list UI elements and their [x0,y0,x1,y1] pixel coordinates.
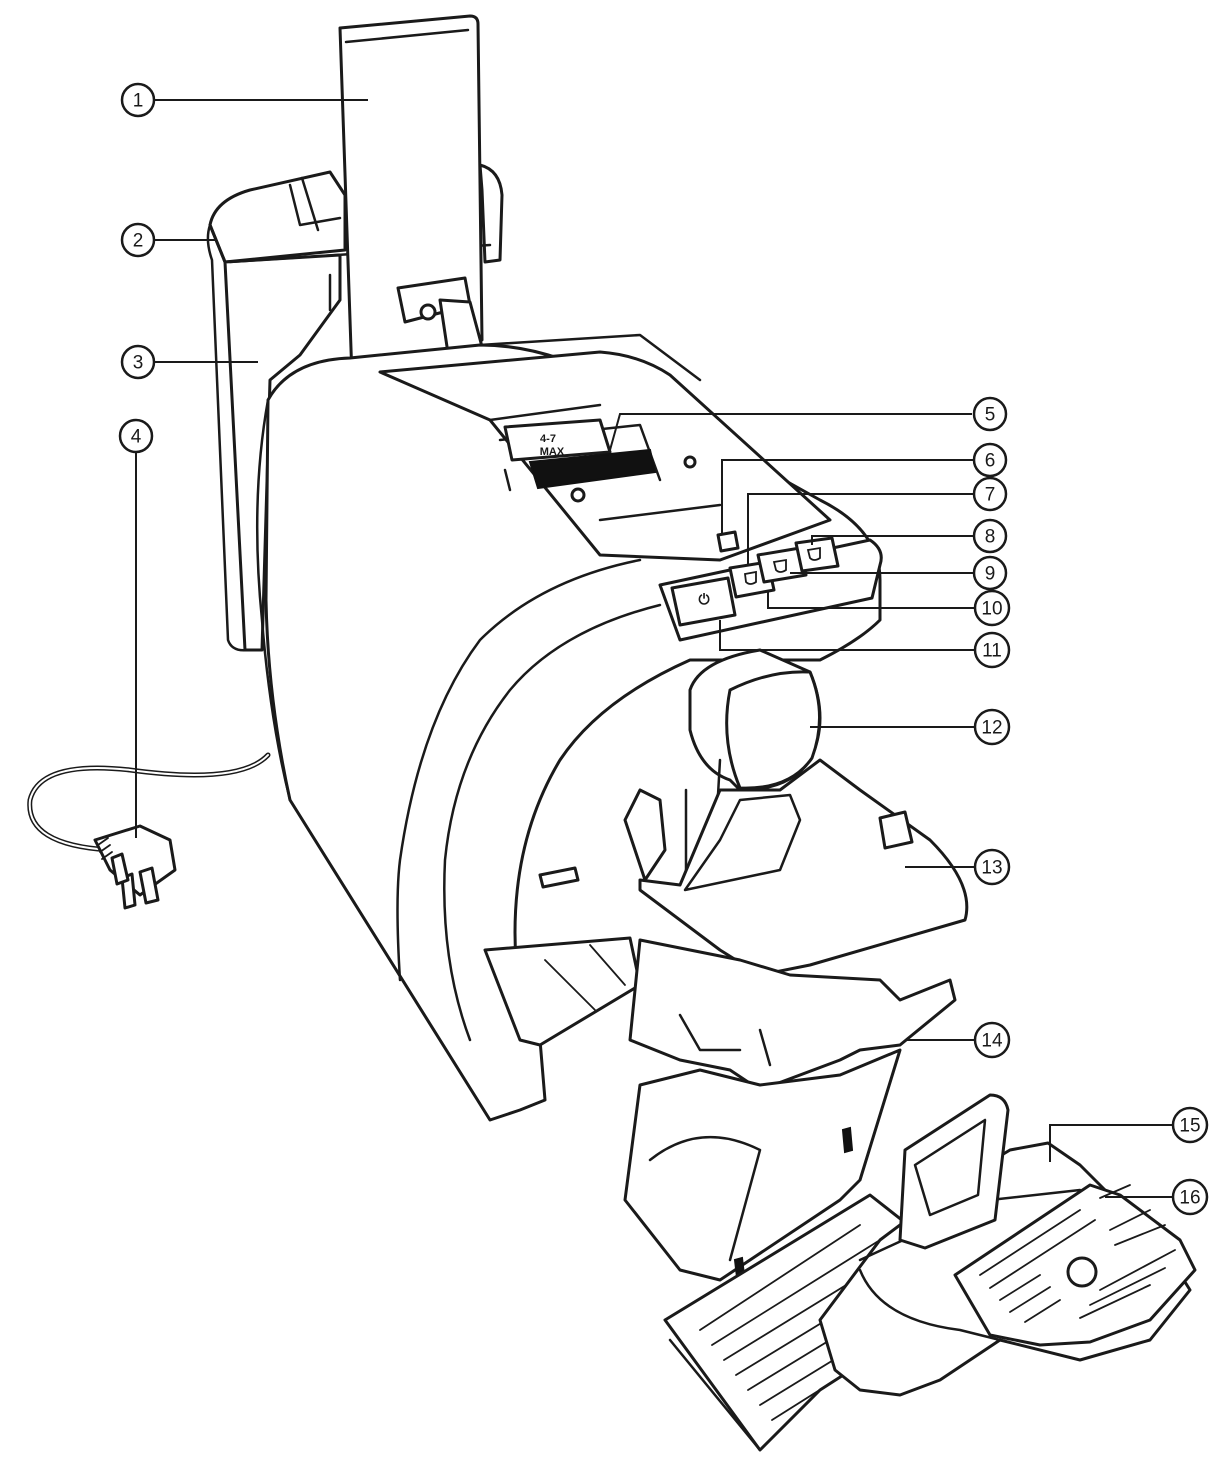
indicator-light [716,530,740,553]
svg-text:9: 9 [985,564,996,585]
svg-text:16: 16 [1179,1188,1200,1209]
svg-text:8: 8 [985,527,996,548]
callout-2: 2 [120,222,156,258]
lid-label-line1: 4-7 [540,433,556,445]
svg-text:4: 4 [131,427,142,448]
svg-text:7: 7 [985,485,996,506]
drip-tray-grid [953,1183,1197,1347]
svg-text:13: 13 [981,858,1002,879]
capsule-holder-lower [628,938,957,1092]
svg-text:15: 15 [1179,1116,1200,1137]
callout-13: 13 [973,848,1011,886]
power-cord [27,752,271,910]
callout-9: 9 [972,555,1008,591]
svg-text:5: 5 [985,405,996,426]
svg-text:3: 3 [133,353,144,374]
callout-1: 1 [120,82,156,118]
svg-text:6: 6 [985,451,996,472]
callout-8: 8 [972,518,1008,554]
callout-3: 3 [120,344,156,380]
power-icon-glyph: ⏻ [698,591,709,607]
callout-7: 7 [972,476,1008,512]
capsule-holder [623,758,969,977]
callout-12: 12 [973,708,1011,746]
svg-text:14: 14 [981,1031,1003,1052]
callout-5: 5 [972,396,1008,432]
svg-text:11: 11 [982,641,1002,662]
svg-text:12: 12 [981,718,1002,739]
power-button [670,576,737,627]
water-reservoir [206,163,504,652]
svg-text:1: 1 [133,91,144,112]
callout-6: 6 [972,442,1008,478]
callout-16: 16 [1171,1178,1209,1216]
svg-text:10: 10 [981,599,1002,620]
drip-tray-base [483,866,642,1047]
leader-lines [135,99,1172,1198]
callout-11: 11 [973,631,1011,669]
callout-4: 4 [118,418,154,454]
callouts: 1 2 3 4 5 6 7 8 9 10 11 12 13 14 15 16 [118,82,1209,1216]
capsule-cover: 4-7 MAX [503,418,697,503]
cup-support-flap [898,1093,1010,1250]
cup-button-3 [794,536,840,573]
callout-10: 10 [973,589,1011,627]
capsule-slot [528,448,657,490]
callout-14: 14 [973,1021,1011,1059]
drip-tray-shell [623,1048,902,1282]
lid-label-line2: MAX [540,446,565,458]
callout-15: 15 [1171,1106,1209,1144]
svg-text:2: 2 [133,231,144,252]
